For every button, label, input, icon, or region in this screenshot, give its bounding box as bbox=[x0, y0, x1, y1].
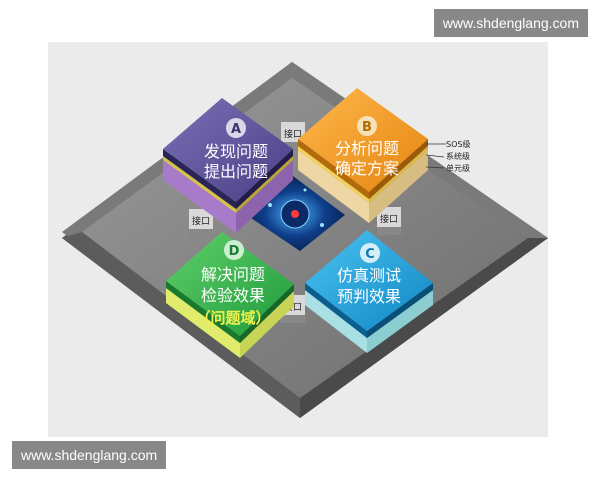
interface-cube-left: 接口 bbox=[189, 209, 213, 237]
block-b: B 分析问题 确定方案 bbox=[298, 88, 428, 223]
block-b-letter: B bbox=[362, 120, 372, 135]
level-legend: SOS级 系统级 单元级 bbox=[425, 139, 470, 173]
level-system: 系统级 bbox=[446, 151, 470, 161]
interface-label-right: 接口 bbox=[380, 213, 398, 225]
block-d-line3: （问题域） bbox=[195, 309, 270, 327]
level-unit: 单元级 bbox=[446, 163, 470, 173]
block-d-letter: D bbox=[229, 244, 240, 259]
block-c-line2: 预判效果 bbox=[337, 287, 401, 306]
interface-cube-right: 接口 bbox=[377, 207, 401, 235]
block-c-line1: 仿真测试 bbox=[337, 266, 401, 285]
watermark-top: www.shdenglang.com bbox=[433, 9, 588, 37]
block-c: C 仿真测试 预判效果 bbox=[305, 230, 433, 353]
block-b-badge bbox=[357, 116, 377, 136]
watermark-bottom: www.shdenglang.com bbox=[12, 441, 167, 469]
interface-label-top: 接口 bbox=[284, 128, 302, 140]
block-b-line1: 分析问题 bbox=[335, 139, 399, 158]
block-c-letter: C bbox=[365, 247, 375, 262]
block-b-line2: 确定方案 bbox=[335, 159, 399, 178]
block-d: D 解决问题 检验效果 （问题域） bbox=[166, 232, 294, 358]
block-a-line1: 发现问题 bbox=[204, 142, 268, 161]
block-a-badge bbox=[226, 118, 246, 138]
block-d-badge bbox=[224, 240, 244, 260]
interface-label-left: 接口 bbox=[192, 215, 210, 227]
block-d-line1: 解决问题 bbox=[201, 265, 265, 284]
block-a: A 发现问题 提出问题 bbox=[163, 98, 293, 233]
level-sos: SOS级 bbox=[446, 139, 470, 149]
block-a-line2: 提出问题 bbox=[204, 162, 268, 181]
block-a-letter: A bbox=[231, 122, 241, 137]
block-d-line2: 检验效果 bbox=[201, 286, 265, 305]
block-c-badge bbox=[360, 243, 380, 263]
